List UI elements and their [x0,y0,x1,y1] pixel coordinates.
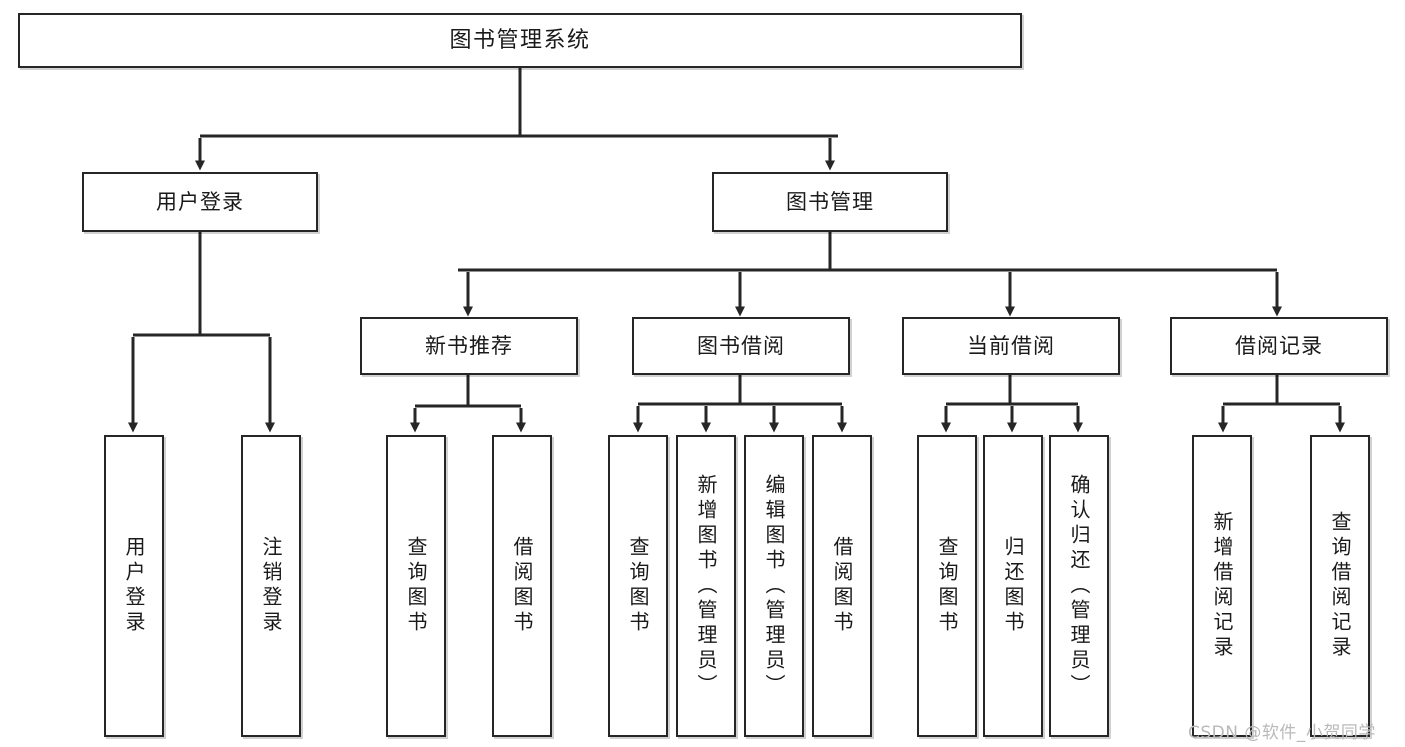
watermark-text: CSDN @软件_小贺同学 [1188,723,1376,743]
node-new-book-recommendation-label: 新书推荐 [425,333,513,358]
leaf-query-book-recommendation-label: 查询图书 [404,536,428,636]
leaf-add-book-label: 新增图书（管理员） [694,473,718,699]
leaf-query-borrow-record[interactable]: 查询借阅记录 [1310,435,1370,737]
leaf-borrow-book-recommendation-label: 借阅图书 [510,536,534,636]
leaf-add-book[interactable]: 新增图书（管理员） [676,435,736,737]
node-borrow-record[interactable]: 借阅记录 [1170,317,1388,375]
leaf-borrow-book[interactable]: 借阅图书 [812,435,872,737]
leaf-query-book-current-label: 查询图书 [935,536,959,636]
leaf-user-login[interactable]: 用户登录 [104,435,164,737]
leaf-borrow-book-recommendation[interactable]: 借阅图书 [492,435,552,737]
node-root[interactable]: 图书管理系统 [18,13,1022,68]
leaf-query-book-current[interactable]: 查询图书 [917,435,977,737]
node-user-login-label: 用户登录 [156,189,244,214]
leaf-query-book-recommendation[interactable]: 查询图书 [386,435,446,737]
leaf-return-book-label: 归还图书 [1001,536,1025,636]
node-borrow-record-label: 借阅记录 [1235,333,1323,358]
node-book-manage-label: 图书管理 [786,189,874,214]
leaf-return-book[interactable]: 归还图书 [983,435,1043,737]
node-book-borrow-label: 图书借阅 [697,333,785,358]
leaf-confirm-return-label: 确认归还（管理员） [1067,473,1091,699]
leaf-add-borrow-record-label: 新增借阅记录 [1210,511,1234,661]
node-book-manage[interactable]: 图书管理 [712,172,948,232]
node-current-borrow-label: 当前借阅 [967,333,1055,358]
leaf-query-book-borrow[interactable]: 查询图书 [608,435,668,737]
node-user-login[interactable]: 用户登录 [82,172,318,232]
leaf-confirm-return[interactable]: 确认归还（管理员） [1049,435,1109,737]
node-new-book-recommendation[interactable]: 新书推荐 [360,317,578,375]
leaf-borrow-book-label: 借阅图书 [830,536,854,636]
node-book-borrow[interactable]: 图书借阅 [632,317,850,375]
leaf-edit-book-label: 编辑图书（管理员） [762,473,786,699]
node-current-borrow[interactable]: 当前借阅 [902,317,1120,375]
leaf-query-borrow-record-label: 查询借阅记录 [1328,511,1352,661]
leaf-edit-book[interactable]: 编辑图书（管理员） [744,435,804,737]
leaf-query-book-borrow-label: 查询图书 [626,536,650,636]
leaf-add-borrow-record[interactable]: 新增借阅记录 [1192,435,1252,737]
leaf-user-logout-label: 注销登录 [259,536,283,636]
node-root-label: 图书管理系统 [449,27,591,53]
leaf-user-logout[interactable]: 注销登录 [241,435,301,737]
leaf-user-login-label: 用户登录 [122,536,146,636]
